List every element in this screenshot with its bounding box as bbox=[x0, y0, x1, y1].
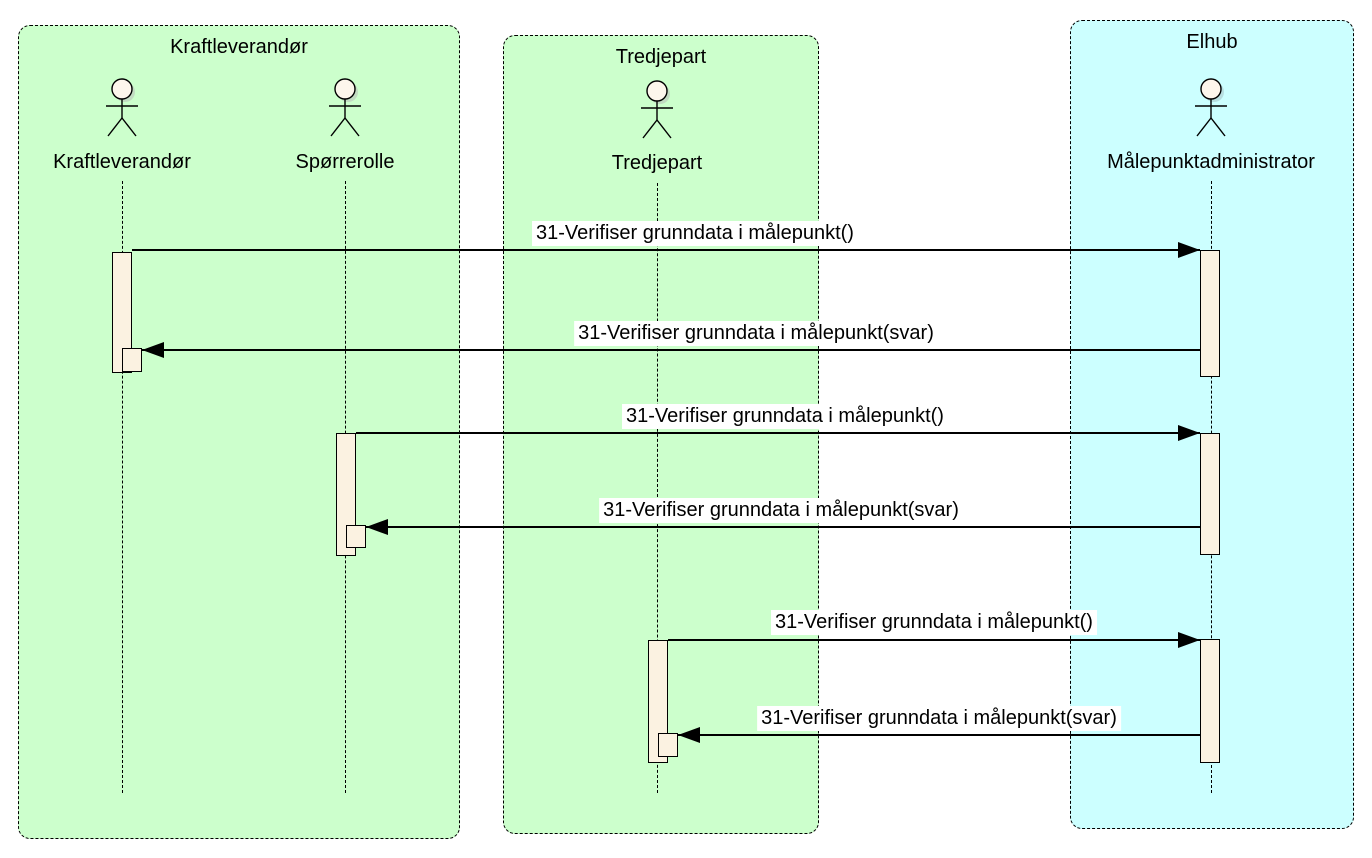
group-title: Elhub bbox=[1186, 31, 1238, 53]
actor-label-tredjepart: Tredjepart bbox=[611, 152, 703, 174]
activation-bar bbox=[112, 252, 132, 373]
activation-bar bbox=[1200, 639, 1220, 763]
group-title: Tredjepart bbox=[615, 46, 707, 68]
actor-malepunktadministrator bbox=[1187, 77, 1235, 142]
actor-icon bbox=[106, 78, 138, 137]
actor-label-malepunktadministrator: Målepunktadministrator bbox=[1107, 151, 1315, 173]
arrowhead-left-icon bbox=[678, 727, 700, 743]
message-line bbox=[366, 526, 1200, 528]
message-label: 31-Verifiser grunndata i målepunkt() bbox=[532, 221, 858, 246]
arrowhead-right-icon bbox=[1178, 425, 1200, 441]
message-line bbox=[356, 432, 1200, 434]
message-line bbox=[668, 639, 1200, 641]
activation-bar bbox=[1200, 250, 1220, 377]
message-label: 31-Verifiser grunndata i målepunkt(svar) bbox=[574, 321, 938, 346]
lifeline-kraftleverandor bbox=[122, 181, 123, 793]
actor-sporrerolle bbox=[321, 77, 369, 142]
actor-label-kraftleverandor: Kraftleverandør bbox=[53, 151, 191, 173]
activation-bar-nested bbox=[658, 733, 678, 757]
message-label: 31-Verifiser grunndata i målepunkt() bbox=[622, 404, 948, 429]
arrowhead-right-icon bbox=[1178, 632, 1200, 648]
actor-icon bbox=[641, 80, 673, 139]
message-line bbox=[132, 249, 1200, 251]
actor-icon bbox=[329, 78, 361, 137]
message-line bbox=[678, 734, 1200, 736]
message-line bbox=[142, 349, 1200, 351]
activation-bar bbox=[1200, 433, 1220, 555]
actor-icon bbox=[1195, 78, 1227, 137]
activation-bar-nested bbox=[346, 525, 366, 548]
arrowhead-left-icon bbox=[142, 342, 164, 358]
group-title: Kraftleverandør bbox=[170, 36, 308, 58]
message-label: 31-Verifiser grunndata i målepunkt(svar) bbox=[757, 706, 1121, 731]
lifeline-tredjepart bbox=[657, 183, 658, 793]
actor-kraftleverandor bbox=[98, 77, 146, 142]
activation-bar bbox=[648, 640, 668, 763]
message-label: 31-Verifiser grunndata i målepunkt(svar) bbox=[599, 498, 963, 523]
message-label: 31-Verifiser grunndata i målepunkt() bbox=[771, 610, 1097, 635]
activation-bar-nested bbox=[122, 348, 142, 372]
actor-label-sporrerolle: Spørrerolle bbox=[295, 151, 395, 173]
arrowhead-left-icon bbox=[366, 519, 388, 535]
actor-tredjepart bbox=[633, 79, 681, 144]
arrowhead-right-icon bbox=[1178, 242, 1200, 258]
